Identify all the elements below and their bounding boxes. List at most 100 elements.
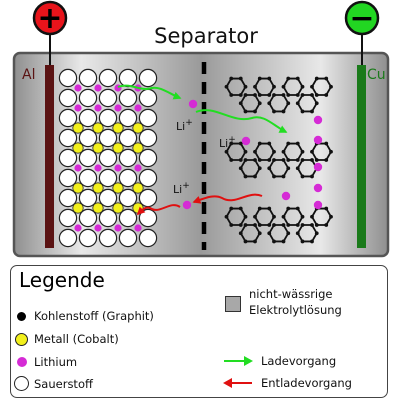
carbon-atom: [238, 166, 243, 171]
lithium-atom: [74, 164, 82, 172]
oxygen-atom: [138, 168, 158, 188]
oxygen-atom: [98, 88, 118, 108]
lithium-atom: [114, 224, 122, 232]
carbon-atom: [253, 223, 257, 227]
legend-metal: Metall (Cobalt): [15, 332, 119, 346]
carbon-atom: [295, 231, 300, 236]
carbon-atom: [314, 101, 319, 106]
oxygen-atom: [118, 108, 138, 128]
lithium-ion: [182, 200, 192, 210]
carbon-atom: [286, 158, 291, 162]
oxygen-atom: [58, 168, 78, 188]
carbon-atom: [310, 223, 314, 227]
carbon-atom: [272, 93, 276, 97]
oxygen-atom: [138, 88, 158, 108]
legend-lithium-label: Lithium: [34, 355, 78, 369]
carbon-atom: [329, 84, 333, 89]
oxygen-atom: [138, 208, 158, 228]
carbon-atom: [243, 239, 248, 244]
oxygen-atom: [118, 88, 138, 108]
lithium-swatch: [17, 357, 27, 367]
carbon-atom: [238, 231, 243, 236]
lithium-atom: [94, 104, 102, 112]
oxygen-atom: [118, 68, 138, 88]
cobalt-atom: [132, 142, 144, 154]
oxygen-atom: [118, 148, 138, 168]
carbon-atom: [253, 239, 257, 244]
carbon-atom: [253, 214, 257, 219]
carbon-atom: [310, 214, 314, 219]
lithium-atom: [134, 164, 142, 172]
lithium-ion: [313, 135, 323, 145]
carbon-atom: [310, 158, 314, 162]
oxygen-atom: [138, 228, 158, 248]
lithium-atom: [114, 164, 122, 172]
oxygen-atom: [98, 128, 118, 148]
cobalt-atom: [92, 182, 104, 194]
oxygen-atom: [78, 228, 98, 248]
cobalt-oxide-lattice: [58, 68, 158, 248]
carbon-atom: [324, 223, 329, 227]
carbon-atom: [267, 223, 272, 227]
legend-oxygen-label: Sauerstoff: [34, 376, 93, 391]
carbon-atom: [281, 149, 286, 154]
carbon-atom: [281, 174, 286, 179]
oxygen-atom: [58, 108, 78, 128]
carbon-atom: [229, 76, 234, 81]
ion-label-3: Li+: [173, 181, 190, 196]
carbon-atom: [267, 206, 272, 211]
carbon-atom: [295, 158, 300, 162]
discharge-arrow-upper: [192, 193, 263, 204]
cobalt-atom: [72, 182, 84, 194]
carbon-atom: [314, 158, 319, 162]
oxygen-atom: [98, 208, 118, 228]
oxygen-atom: [118, 168, 138, 188]
carbon-atom: [314, 223, 319, 227]
cathode-plate: [357, 65, 366, 248]
carbon-atom: [243, 149, 248, 154]
carbon-atom: [324, 93, 329, 97]
carbon-atom: [243, 214, 248, 219]
negative-terminal: [344, 0, 380, 36]
oxygen-atom: [58, 208, 78, 228]
carbon-atom: [253, 93, 257, 97]
oxygen-atom: [58, 228, 78, 248]
carbon-atom: [329, 214, 333, 219]
legend-lithium: Lithium: [17, 355, 77, 369]
carbon-atom: [310, 174, 314, 179]
lithium-ion: [188, 99, 198, 109]
carbon-atom: [286, 166, 291, 171]
positive-terminal-sign: +: [37, 1, 62, 36]
oxygen-atom: [118, 208, 138, 228]
lithium-atom: [94, 224, 102, 232]
carbon-atom: [272, 158, 276, 162]
cathode-label: Cu: [367, 67, 386, 83]
carbon-atom: [310, 239, 314, 244]
lithium-ion: [281, 191, 291, 201]
carbon-atom: [257, 231, 262, 236]
carbon-atom: [272, 214, 276, 219]
oxygen-atom: [78, 88, 98, 108]
anode-label: Al: [22, 67, 35, 83]
oxygen-atom: [138, 68, 158, 88]
legend-discharging-label: Entladevorgang: [261, 376, 352, 390]
carbon-atom: [286, 206, 291, 211]
carbon-atom: [286, 231, 291, 236]
cobalt-atom: [112, 182, 124, 194]
oxygen-atom: [98, 168, 118, 188]
cobalt-atom: [92, 202, 104, 214]
oxygen-atom: [138, 188, 158, 208]
carbon-atom: [324, 158, 329, 162]
carbon-atom: [310, 93, 314, 97]
carbon-atom: [295, 141, 300, 146]
carbon-atom: [329, 149, 333, 154]
separator-title: Separator: [154, 24, 258, 48]
carbon-atom: [281, 158, 286, 162]
cobalt-atom: [112, 142, 124, 154]
carbon-atom: [295, 223, 300, 227]
legend-metal-label: Metall (Cobalt): [34, 332, 119, 346]
carbon-atom: [300, 109, 305, 114]
lithium-ion: [241, 136, 251, 146]
carbon-atom: [253, 158, 257, 162]
